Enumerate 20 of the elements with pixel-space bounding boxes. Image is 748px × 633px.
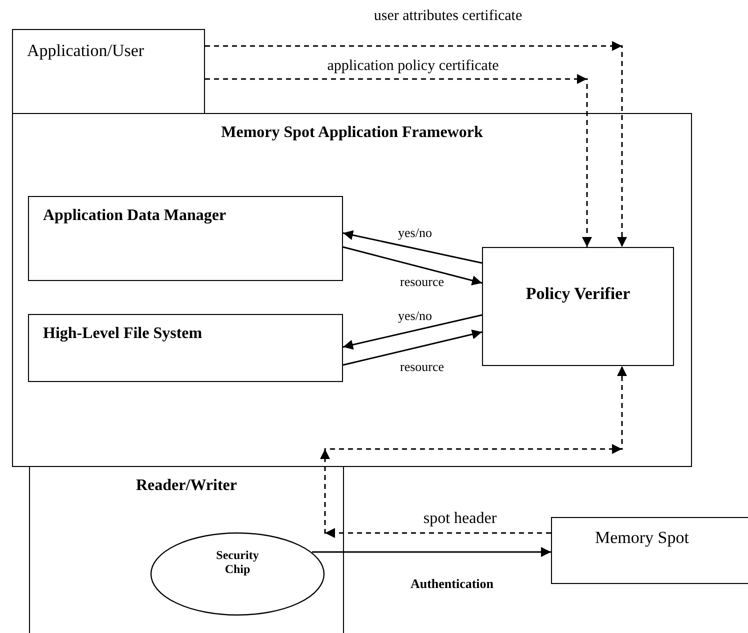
box: [28, 196, 343, 281]
box-title: Application Data Manager: [43, 207, 226, 226]
box-title: Application/User: [27, 41, 144, 61]
box-title: Reader/Writer: [135, 477, 238, 496]
box-title: Memory Spot: [595, 528, 689, 548]
edge-label: yes/no: [396, 308, 434, 324]
box: [12, 113, 692, 467]
box-title: High-Level File System: [43, 325, 202, 344]
edge-label: yes/no: [396, 226, 434, 240]
box-title: Policy Verifier: [524, 284, 632, 304]
box-title: Security Chip: [215, 549, 260, 577]
edge-label: spot header: [421, 510, 499, 528]
box-title: Memory Spot Application Framework: [220, 124, 484, 142]
box: [12, 29, 205, 114]
edge-label: Authentication: [408, 576, 496, 592]
edge-label: application policy certificate: [325, 58, 501, 74]
box: [551, 517, 748, 584]
box: [28, 314, 343, 382]
box: [29, 466, 344, 633]
box: [482, 247, 674, 366]
